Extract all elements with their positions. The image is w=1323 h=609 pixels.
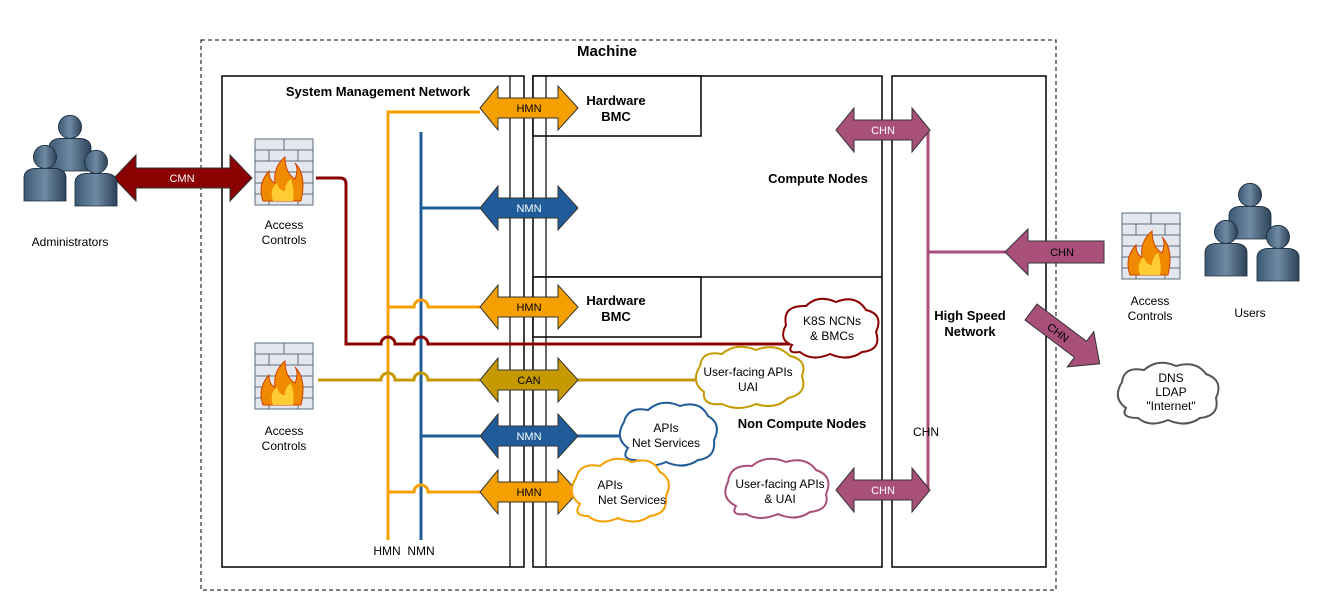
access-controls-top-line1: Access	[265, 218, 304, 232]
nmn-arrow-top: NMN	[479, 184, 579, 232]
nmn-bus-label: NMN	[407, 544, 434, 558]
nmn-arrow-bottom: NMN	[479, 412, 579, 460]
apis-hmn-cloud-line2: Net Services	[598, 493, 666, 507]
non-compute-nodes-label: Non Compute Nodes	[738, 416, 867, 431]
internet-cloud-line1: DNS	[1158, 371, 1183, 385]
apis-nmn-cloud: APIs Net Services	[618, 401, 718, 467]
hmn-arrow-mid-label: HMN	[516, 302, 541, 314]
hmn-arrow-bottom: HMN	[479, 468, 579, 516]
high-speed-network-label-line1: High Speed	[934, 308, 1006, 323]
hmn-arrow-mid: HMN	[479, 283, 579, 331]
firewall-icon	[254, 138, 314, 206]
hmn-arrow-top-label: HMN	[516, 103, 541, 115]
users-people-icon	[1204, 182, 1300, 282]
administrators-label: Administrators	[32, 235, 109, 249]
hardware-bmc-2-label-line2: BMC	[601, 309, 631, 324]
user-apis-cloud: User-facing APIs UAI	[694, 345, 805, 409]
access-controls-right-line2: Controls	[1128, 309, 1173, 323]
user-apis-cloud-line2: UAI	[738, 380, 758, 394]
hmn-bus-line	[386, 110, 480, 540]
machine-title: Machine	[577, 43, 637, 60]
can-arrow-label: CAN	[517, 375, 540, 387]
chn-arrow-top-label: CHN	[871, 125, 895, 137]
chn-bus-label: CHN	[913, 425, 939, 439]
cmn-arrow-label: CMN	[169, 173, 194, 185]
user-apis-cloud-line1: User-facing APIs	[703, 365, 792, 379]
compute-nodes-label: Compute Nodes	[768, 171, 868, 186]
apis-nmn-cloud-line2: Net Services	[632, 436, 700, 450]
user-apis-chn-cloud-line2: & UAI	[764, 492, 795, 506]
system-management-network-label: System Management Network	[286, 84, 471, 99]
user-apis-chn-cloud-line1: User-facing APIs	[735, 477, 824, 491]
k8s-cloud-line2: & BMCs	[810, 329, 854, 343]
hardware-bmc-1-label-line2: BMC	[601, 109, 631, 124]
chn-arrow-top: CHN	[835, 106, 931, 154]
user-apis-chn-cloud: User-facing APIs & UAI	[724, 457, 830, 519]
access-controls-bottom-line1: Access	[265, 424, 304, 438]
hardware-bmc-1-label-line1: Hardware	[586, 93, 645, 108]
machine-boundary	[200, 39, 1057, 591]
firewall-icon	[254, 342, 314, 410]
access-controls-bottom-line2: Controls	[262, 439, 307, 453]
access-controls-right-line1: Access	[1131, 294, 1170, 308]
apis-hmn-cloud-line1: APIs	[597, 478, 622, 492]
firewall-icon	[1121, 212, 1181, 280]
can-arrow: CAN	[479, 356, 579, 404]
chn-users-arrow-label: CHN	[1050, 247, 1074, 259]
high-speed-network-label-line2: Network	[944, 324, 996, 339]
chn-internet-arrow: CHN	[1024, 303, 1101, 368]
chn-arrow-bottom: CHN	[835, 466, 931, 514]
internet-cloud: DNS LDAP "Internet"	[1116, 361, 1220, 425]
k8s-cloud-line1: K8S NCNs	[803, 314, 861, 328]
internet-cloud-line2: LDAP	[1155, 385, 1186, 399]
chn-users-arrow: CHN	[1004, 227, 1105, 277]
access-controls-top-line2: Controls	[262, 233, 307, 247]
cmn-line	[316, 176, 790, 346]
apis-nmn-cloud-line1: APIs	[653, 421, 678, 435]
users-label: Users	[1234, 306, 1265, 320]
system-management-panel	[221, 75, 525, 568]
chn-arrow-bottom-label: CHN	[871, 485, 895, 497]
administrators-people-icon	[23, 114, 118, 207]
cmn-arrow: CMN	[113, 153, 253, 203]
hmn-arrow-top: HMN	[479, 84, 579, 132]
hmn-arrow-bottom-label: HMN	[516, 487, 541, 499]
can-line	[318, 371, 480, 382]
nmn-arrow-bottom-label: NMN	[516, 431, 541, 443]
k8s-cloud: K8S NCNs & BMCs	[782, 297, 880, 359]
nmn-arrow-top-label: NMN	[516, 203, 541, 215]
apis-hmn-cloud: APIs Net Services	[570, 457, 670, 523]
hmn-bus-label: HMN	[373, 544, 400, 558]
hardware-bmc-2-label-line1: Hardware	[586, 293, 645, 308]
internet-cloud-line3: "Internet"	[1146, 399, 1195, 413]
